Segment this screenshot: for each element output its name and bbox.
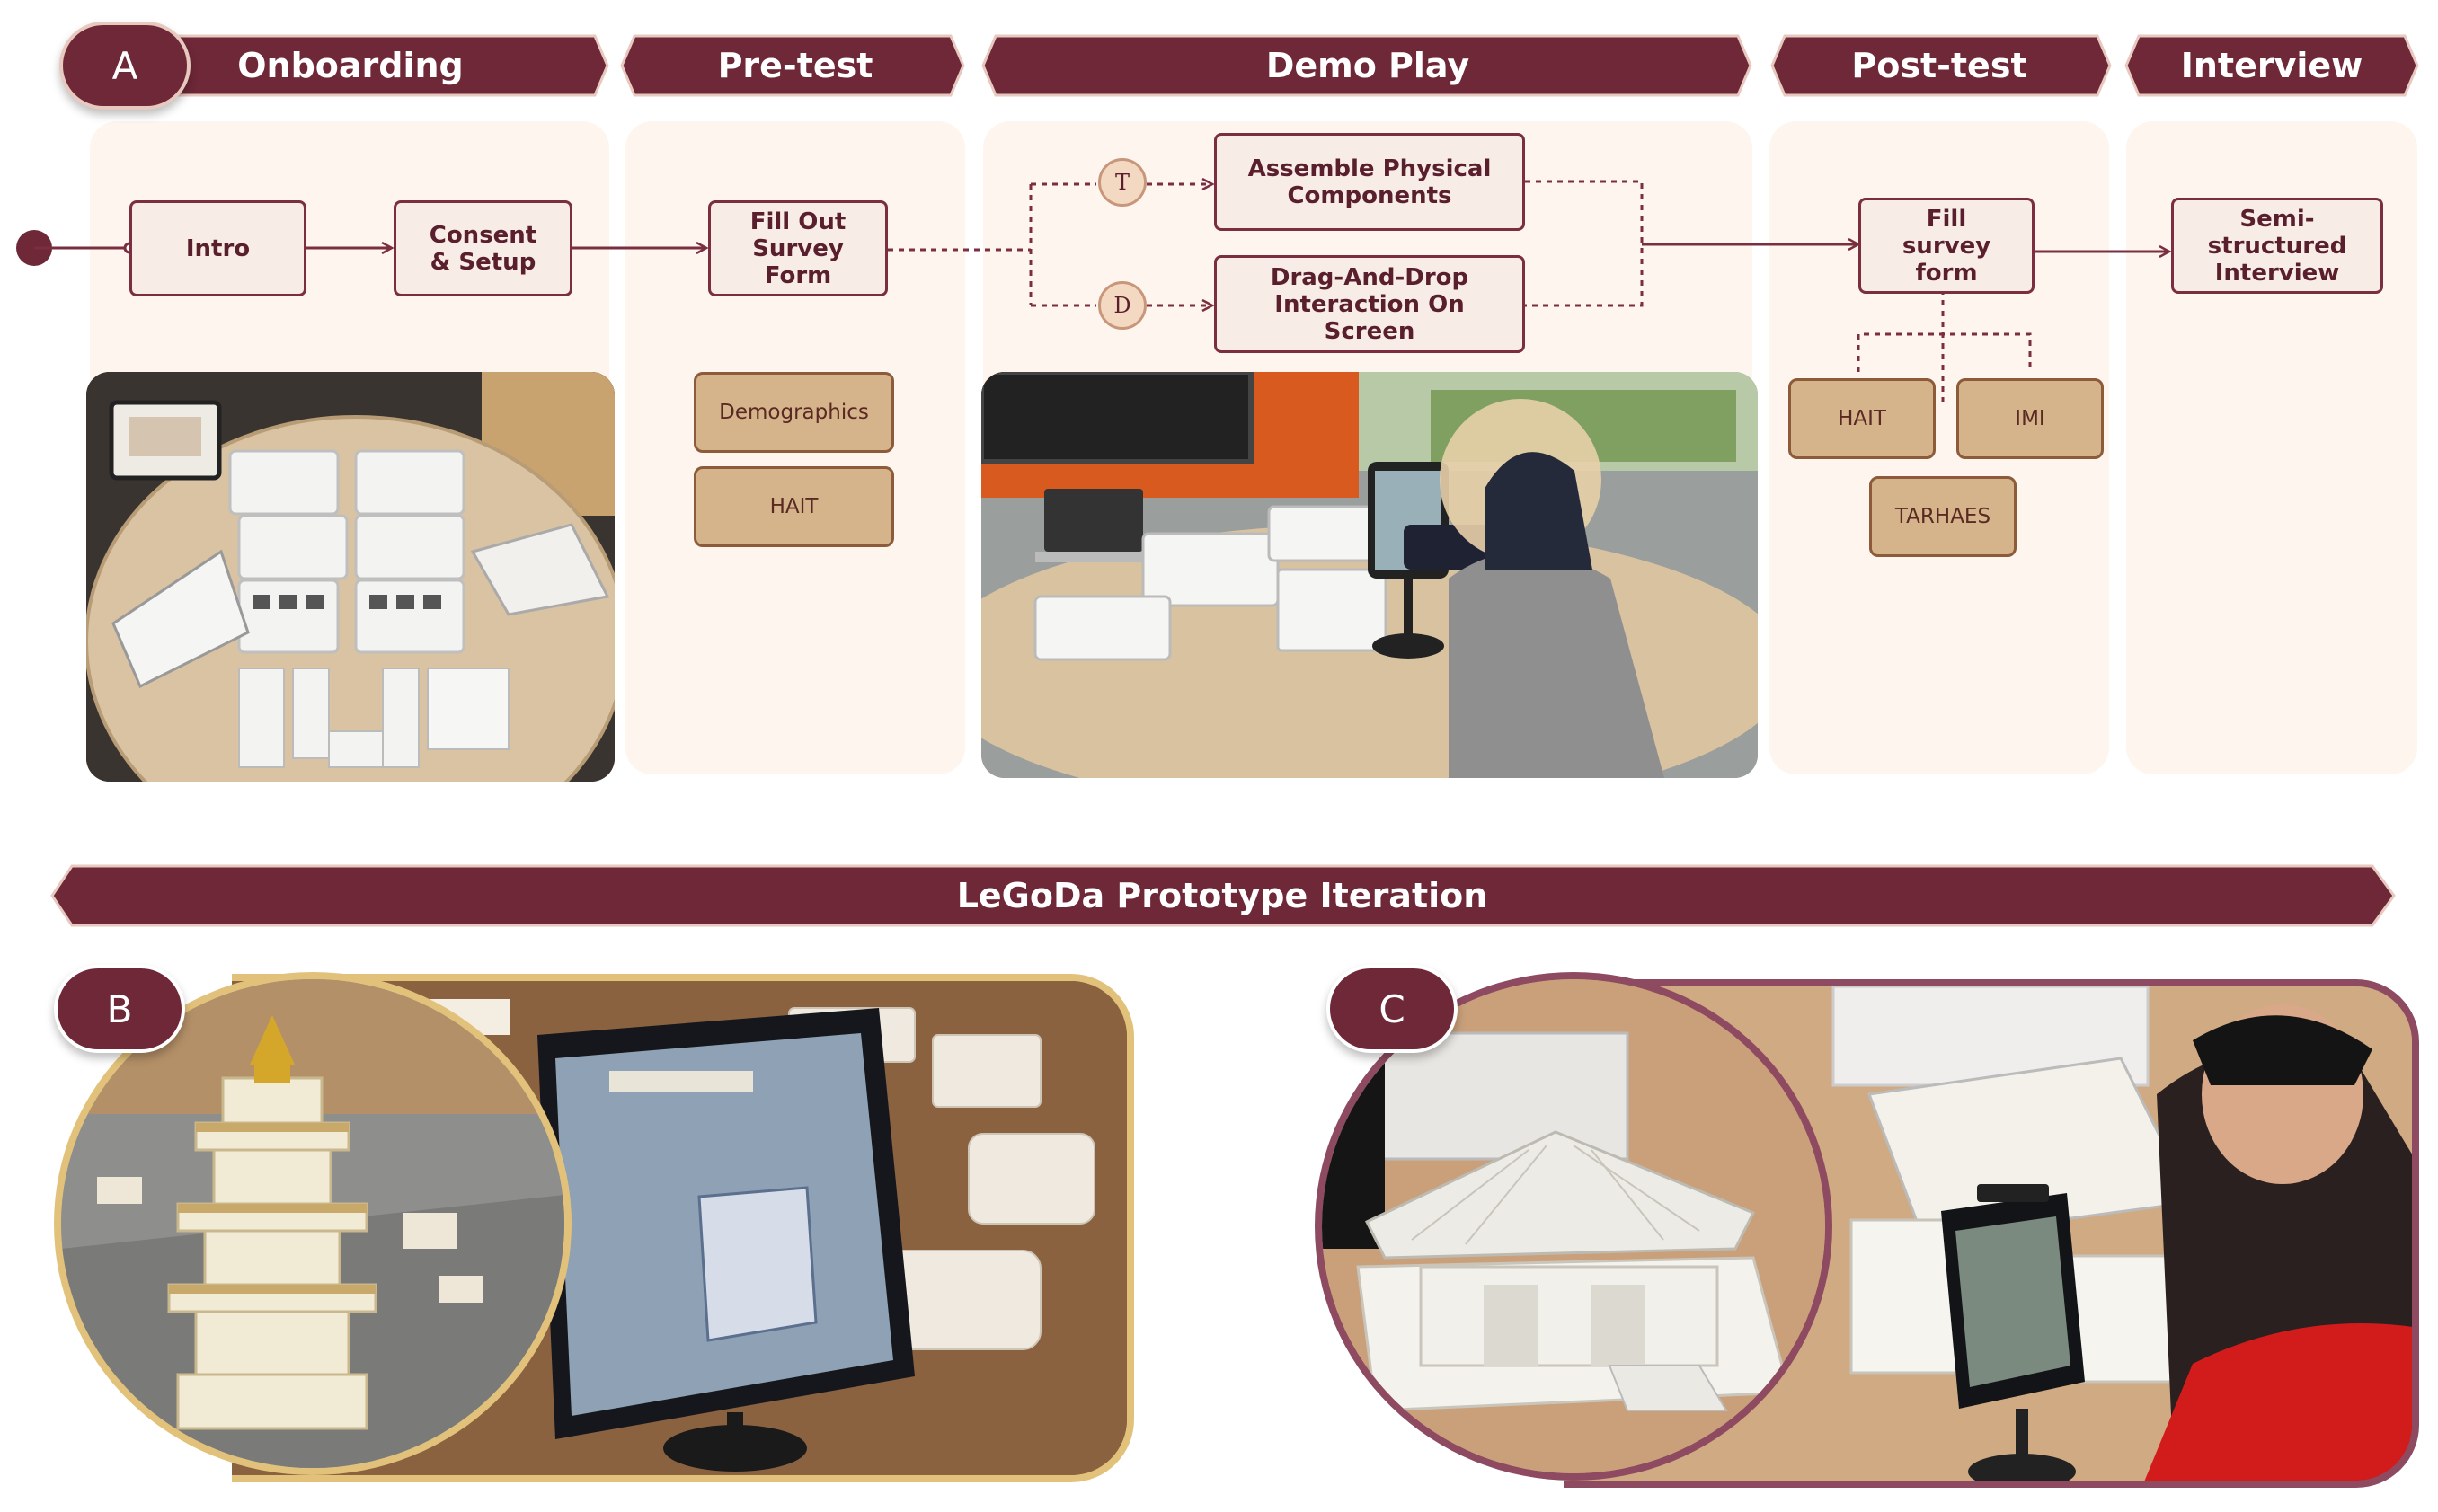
pagoda-illustration	[61, 979, 564, 1468]
flow-connectors	[16, 0, 2438, 404]
onboarding-table-illustration	[86, 372, 615, 782]
fill-out-survey-node: Fill Out Survey Form	[708, 200, 888, 296]
posttest-tag-tarhaes: TARHAES	[1869, 476, 2017, 557]
panel-b-pagoda-circle	[54, 972, 572, 1475]
phase-title-interview: Interview	[2180, 46, 2363, 85]
semi-structured-interview-node: Semi-structured Interview	[2171, 198, 2383, 294]
phase-title-demo-play: Demo Play	[1265, 46, 1470, 85]
posttest-tag-hait: HAIT	[1788, 378, 1936, 459]
panel-label-c: C	[1326, 965, 1458, 1053]
banner-demo-play	[981, 34, 1752, 97]
condition-badge-d: D	[1098, 281, 1147, 330]
phase-banners	[84, 34, 2419, 97]
panel-label-a: A	[59, 22, 191, 110]
condition-badge-t: T	[1098, 158, 1147, 207]
consent-setup-node: Consent & Setup	[394, 200, 572, 296]
fill-post-survey-node: Fill survey form	[1858, 198, 2035, 294]
banner-interview	[2124, 34, 2419, 97]
assemble-physical-node: Assemble Physical Components	[1214, 133, 1525, 231]
banner-pretest	[620, 34, 965, 97]
pretest-tag-hait: HAIT	[694, 466, 894, 547]
posttest-tag-imi: IMI	[1956, 378, 2104, 459]
intro-node: Intro	[129, 200, 306, 296]
demo-play-illustration	[981, 372, 1758, 778]
phase-title-pretest: Pre-test	[717, 46, 873, 85]
demo-play-photo	[981, 372, 1758, 778]
pretest-tag-demographics: Demographics	[694, 372, 894, 453]
panel-label-b: B	[54, 965, 185, 1053]
phase-title-onboarding: Onboarding	[237, 46, 464, 85]
drag-drop-node: Drag-And-Drop Interaction On Screen	[1214, 255, 1525, 353]
phase-title-posttest: Post-test	[1851, 46, 2027, 85]
iteration-banner	[50, 864, 2396, 927]
banner-posttest	[1770, 34, 2112, 97]
onboarding-table-photo	[86, 372, 615, 782]
temple-illustration	[1322, 979, 1825, 1473]
iteration-banner-title: LeGoDa Prototype Iteration	[956, 876, 1488, 915]
